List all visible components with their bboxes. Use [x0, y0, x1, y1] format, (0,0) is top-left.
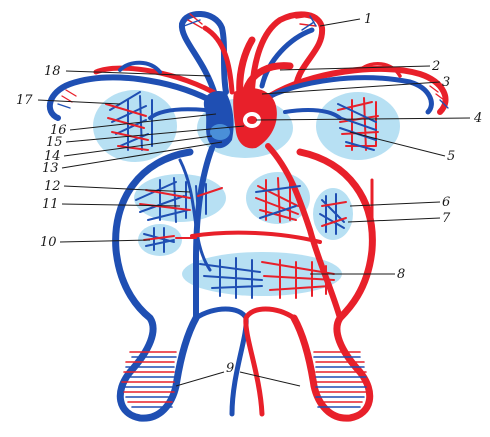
label-12: 12	[44, 179, 61, 194]
label-10: 10	[40, 235, 57, 250]
heart-chamber-b	[247, 116, 257, 124]
label-8: 8	[397, 267, 405, 282]
label-1: 1	[364, 12, 372, 27]
label-11: 11	[42, 197, 59, 212]
label-4: 4	[473, 111, 482, 126]
label-16: 16	[50, 123, 67, 138]
label-2: 2	[431, 59, 440, 74]
heart-chamber-c	[210, 124, 230, 140]
label-14: 14	[44, 149, 61, 164]
label-5: 5	[447, 149, 455, 164]
label-6: 6	[442, 195, 450, 210]
label-9: 9	[226, 361, 234, 376]
label-7: 7	[442, 211, 451, 226]
leg-capillaries	[122, 352, 368, 407]
label-18: 18	[44, 64, 61, 79]
lung-right-tint	[316, 92, 400, 160]
label-17: 17	[16, 93, 33, 108]
label-3: 3	[442, 75, 450, 90]
